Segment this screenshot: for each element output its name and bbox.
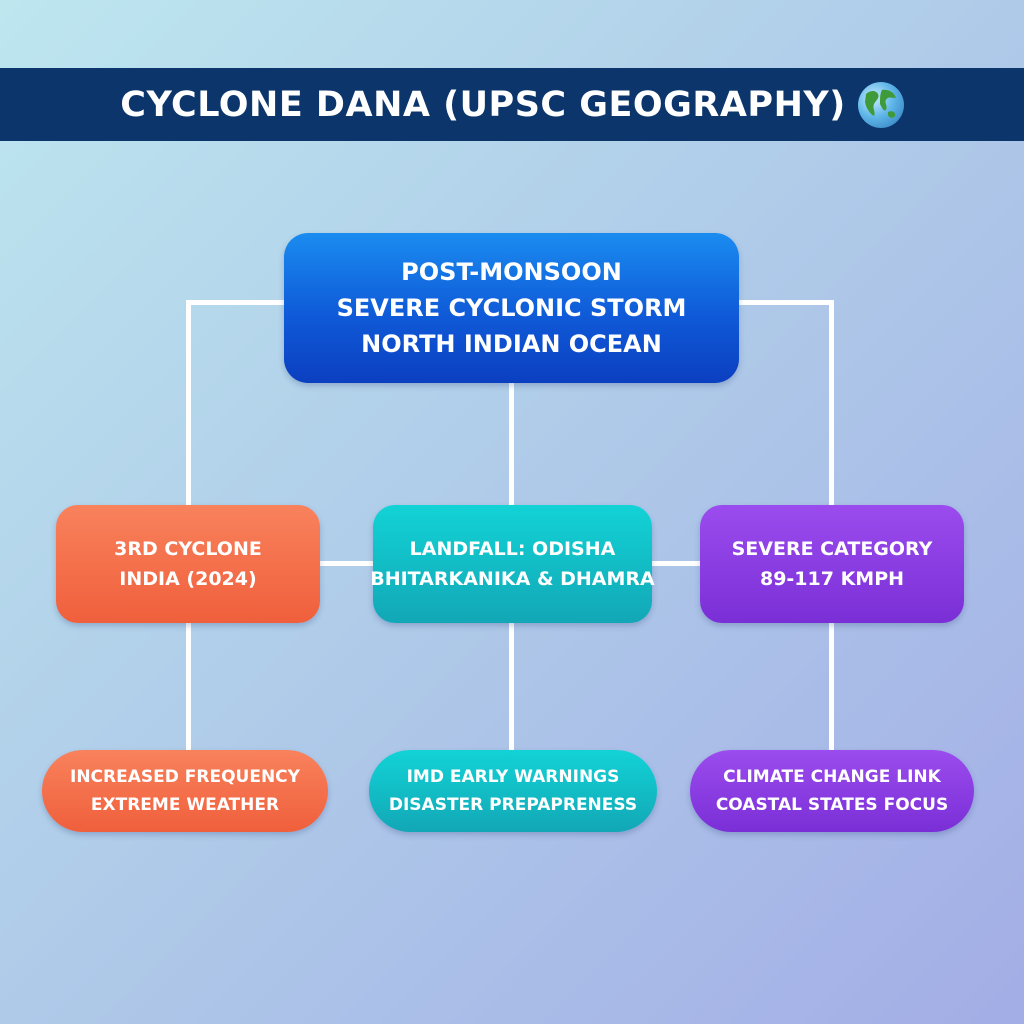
- connector-root-right-horizontal: [737, 300, 834, 305]
- node-landfall: LANDFALL: ODISHA BHITARKANIKA & DHAMRA: [370, 505, 655, 623]
- node-severe-category: SEVERE CATEGORY 89-117 KMPH: [700, 505, 964, 623]
- connector-right-vertical-top: [829, 300, 834, 507]
- connector-left-vertical-bottom: [186, 621, 191, 752]
- node-line: IMD EARLY WARNINGS: [406, 767, 620, 787]
- node-line: SEVERE CATEGORY: [731, 538, 933, 560]
- connector-root-left-horizontal: [186, 300, 286, 305]
- connector-center-vertical-bottom: [509, 621, 514, 752]
- node-line: 3RD CYCLONE: [114, 538, 262, 560]
- node-line: DISASTER PREPAPRENESS: [388, 795, 638, 815]
- connector-mid-right-horizontal: [650, 561, 702, 566]
- node-imd-warnings: IMD EARLY WARNINGS DISASTER PREPAPRENESS: [369, 750, 657, 832]
- node-line: COASTAL STATES FOCUS: [715, 795, 949, 815]
- node-line: 89-117 KMPH: [759, 568, 905, 590]
- title-bar: CYCLONE DANA (UPSC GEOGRAPHY): [0, 68, 1024, 141]
- node-line: INDIA (2024): [119, 568, 257, 590]
- root-line-1: POST-MONSOON: [401, 258, 622, 286]
- node-line: LANDFALL: ODISHA: [409, 538, 616, 560]
- node-third-cyclone: 3RD CYCLONE INDIA (2024): [56, 505, 320, 623]
- connector-root-center-vertical: [509, 381, 514, 507]
- node-climate-change: CLIMATE CHANGE LINK COASTAL STATES FOCUS: [690, 750, 974, 832]
- connector-mid-left-horizontal: [319, 561, 375, 566]
- globe-icon: [857, 81, 904, 128]
- root-line-3: NORTH INDIAN OCEAN: [361, 330, 662, 358]
- node-line: EXTREME WEATHER: [90, 795, 280, 815]
- page-title: CYCLONE DANA (UPSC GEOGRAPHY): [120, 84, 846, 125]
- root-node: POST-MONSOON SEVERE CYCLONIC STORM NORTH…: [284, 233, 739, 383]
- connector-left-vertical-top: [186, 300, 191, 507]
- node-line: BHITARKANIKA & DHAMRA: [370, 568, 655, 590]
- node-line: CLIMATE CHANGE LINK: [723, 767, 941, 787]
- node-line: INCREASED FREQUENCY: [70, 767, 300, 787]
- connector-right-vertical-bottom: [829, 621, 834, 752]
- root-line-2: SEVERE CYCLONIC STORM: [336, 294, 687, 322]
- node-increased-frequency: INCREASED FREQUENCY EXTREME WEATHER: [42, 750, 328, 832]
